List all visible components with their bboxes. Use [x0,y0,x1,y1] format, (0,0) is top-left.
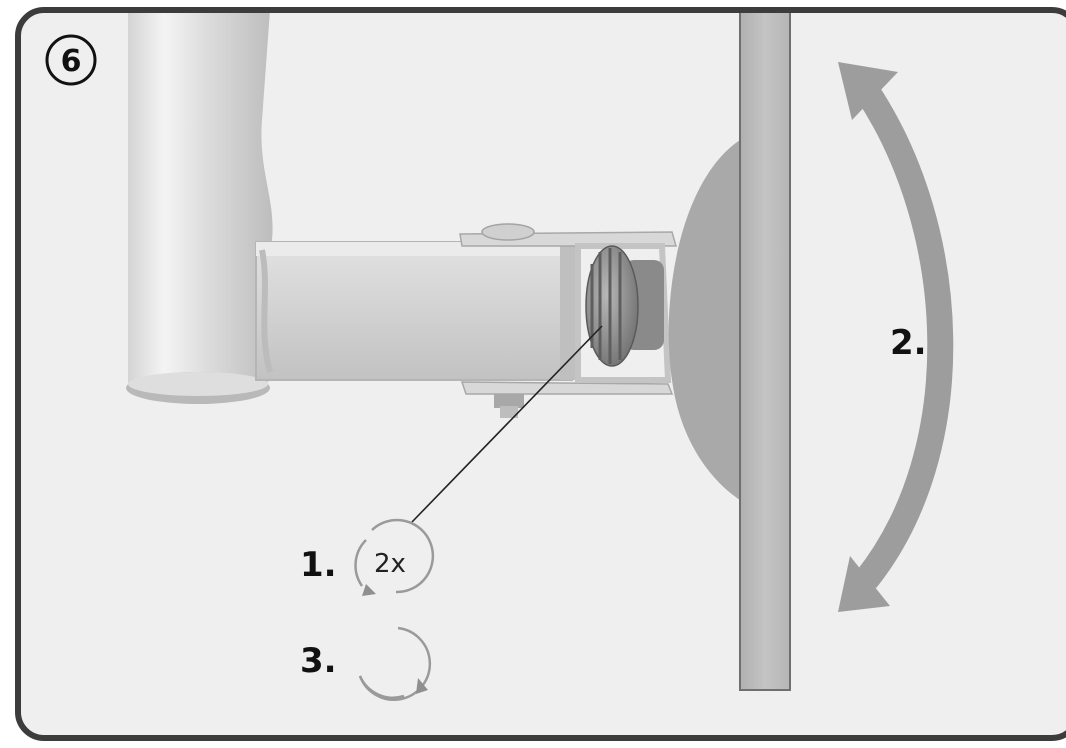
tighten-rotation-icon [358,626,432,702]
frame-border [15,7,1066,741]
label-loosen: 1. [300,545,337,585]
adjustment-knob [585,245,664,367]
leader-line [411,325,603,523]
step-badge: 6 [45,34,97,86]
mount-plate [668,140,740,500]
label-loosen-turns: 2x [374,549,406,579]
label-tilt: 2. [890,323,927,363]
step-number: 6 [61,44,82,79]
mount-pole [126,10,273,404]
mount-arm [255,241,576,381]
label-tighten: 3. [300,641,337,681]
monitor-panel [739,10,791,691]
tilt-bracket [459,223,677,418]
loosen-rotation-icon [354,518,435,596]
tilt-arrow [838,62,954,612]
